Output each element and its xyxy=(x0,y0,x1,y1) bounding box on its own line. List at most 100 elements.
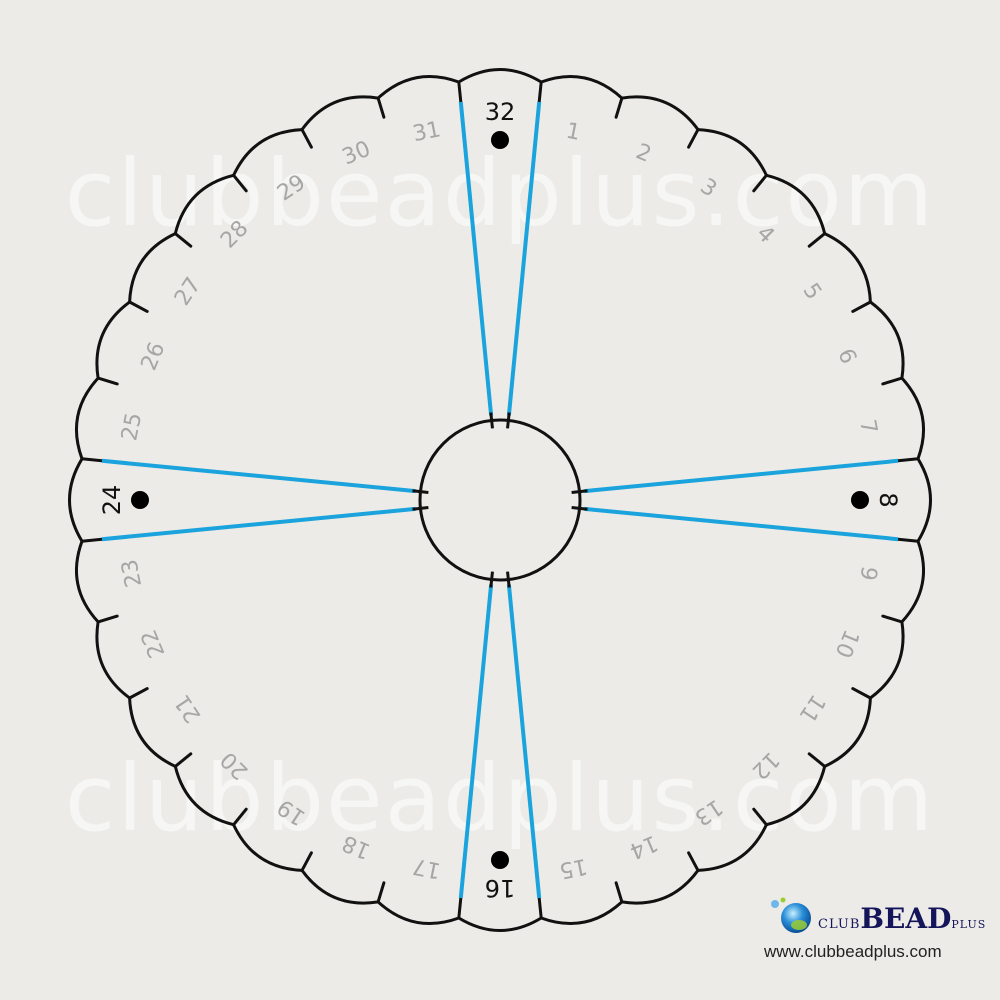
slot-number-26: 26 xyxy=(137,339,171,374)
slot-number-15: 15 xyxy=(557,853,589,883)
disk-rim-scallop xyxy=(95,300,131,379)
disk-rim-scallop xyxy=(824,697,872,768)
disk-rim-scallop xyxy=(128,232,176,303)
guide-line-slot-8 xyxy=(584,506,899,542)
disk-rim-scallop xyxy=(869,621,905,700)
disk-slot-line xyxy=(128,300,149,313)
slot-number-8: 8 xyxy=(874,492,902,507)
disk-slot-line xyxy=(752,173,768,193)
disk-rim-scallop xyxy=(458,916,542,932)
guide-line-slot-32 xyxy=(506,101,542,416)
slot-number-32: 32 xyxy=(485,98,516,126)
disk-rim-scallop xyxy=(540,75,623,100)
slot-number-19: 19 xyxy=(273,794,310,830)
disk-rim-scallop xyxy=(621,95,700,131)
disk-slot-line xyxy=(537,80,543,104)
hole-tick xyxy=(571,506,588,511)
disk-slot-line xyxy=(537,896,543,920)
clubbeadplus-logo: CLUBBEADPLUS www.clubbeadplus.com xyxy=(758,892,988,972)
hole-tick xyxy=(571,489,588,494)
disk-slot-line xyxy=(232,807,248,827)
slot-dot-32 xyxy=(491,131,509,149)
slot-number-17: 17 xyxy=(411,853,443,883)
slot-number-24: 24 xyxy=(98,485,126,516)
hole-tick xyxy=(489,571,494,588)
slot-dot-8 xyxy=(851,491,869,509)
disk-rim-scallop xyxy=(75,377,100,460)
disk-guides xyxy=(101,101,899,899)
disk-rim-scallop xyxy=(900,540,925,623)
disk-slot-line xyxy=(614,881,624,904)
logo-url: www.clubbeadplus.com xyxy=(764,942,942,961)
disk-slot-line xyxy=(687,851,700,872)
disk-slot-line xyxy=(80,537,104,543)
bead-ball-icon xyxy=(771,897,811,933)
disk-slot-line xyxy=(173,232,193,248)
slot-number-28: 28 xyxy=(216,216,253,253)
slot-number-12: 12 xyxy=(746,746,783,783)
guide-line-slot-8 xyxy=(584,458,899,494)
disk-rim-scallop xyxy=(300,869,379,905)
disk-rim-scallop xyxy=(621,869,700,905)
disk-rim-scallop xyxy=(458,68,542,84)
disk-slot-line xyxy=(96,614,119,624)
disk-rim-scallop xyxy=(766,173,827,234)
logo-wordmark: CLUBBEADPLUS xyxy=(818,902,986,935)
disk-rim-scallop xyxy=(900,377,925,460)
disk-slot-line xyxy=(851,687,872,700)
slot-number-30: 30 xyxy=(339,137,374,171)
disk-slot-line xyxy=(232,173,248,193)
disk-slot-line xyxy=(300,851,313,872)
disk-slot-line xyxy=(173,752,193,768)
disk-outline xyxy=(68,68,932,932)
slot-number-6: 6 xyxy=(832,345,860,368)
disk-slot-line xyxy=(881,376,904,386)
slot-number-5: 5 xyxy=(798,279,827,305)
slot-number-11: 11 xyxy=(794,690,830,727)
disk-slot-line xyxy=(851,300,872,313)
disk-rim-scallop xyxy=(173,173,234,234)
disk-slot-line xyxy=(376,881,386,904)
hole-tick xyxy=(506,412,511,429)
slot-number-9: 9 xyxy=(854,564,881,583)
disk-slot-line xyxy=(80,457,104,463)
disk-rim-scallop xyxy=(300,95,379,131)
slot-number-25: 25 xyxy=(117,411,147,443)
guide-line-slot-16 xyxy=(458,584,494,899)
logo-bead: BEAD xyxy=(860,902,952,935)
disk-slot-line xyxy=(457,80,463,104)
slot-number-16: 16 xyxy=(485,874,516,902)
slot-number-13: 13 xyxy=(690,794,727,830)
slot-number-22: 22 xyxy=(137,626,171,661)
disk-slot-line xyxy=(300,128,313,149)
logo-plus: PLUS xyxy=(951,918,987,931)
slot-dot-16 xyxy=(491,851,509,869)
disk-slot-line xyxy=(376,96,386,119)
slot-number-1: 1 xyxy=(564,119,583,146)
slot-number-23: 23 xyxy=(117,557,147,589)
disk-slot-line xyxy=(687,128,700,149)
disk-slot-line xyxy=(807,752,827,768)
slot-number-20: 20 xyxy=(216,746,253,783)
disk-rim-scallop xyxy=(232,824,303,872)
disk-slot-line xyxy=(807,232,827,248)
slot-number-10: 10 xyxy=(830,626,864,661)
disk-slot-line xyxy=(752,807,768,827)
slot-number-2: 2 xyxy=(632,139,655,167)
slot-number-3: 3 xyxy=(696,174,722,203)
slot-number-31: 31 xyxy=(411,117,443,147)
hole-tick xyxy=(489,412,494,429)
disk-rim-scallop xyxy=(824,232,872,303)
disk-rim-scallop xyxy=(377,900,460,925)
disk-rim-scallop xyxy=(540,900,623,925)
slot-number-14: 14 xyxy=(626,830,661,864)
disk-slot-line xyxy=(881,614,904,624)
logo-club: CLUB xyxy=(818,917,861,932)
disk-slot-line xyxy=(896,457,920,463)
slot-number-7: 7 xyxy=(854,417,881,436)
disk-rim-scallop xyxy=(916,458,932,542)
guide-line-slot-32 xyxy=(458,101,494,416)
hole-tick xyxy=(412,506,429,511)
disk-rim-scallop xyxy=(869,300,905,379)
